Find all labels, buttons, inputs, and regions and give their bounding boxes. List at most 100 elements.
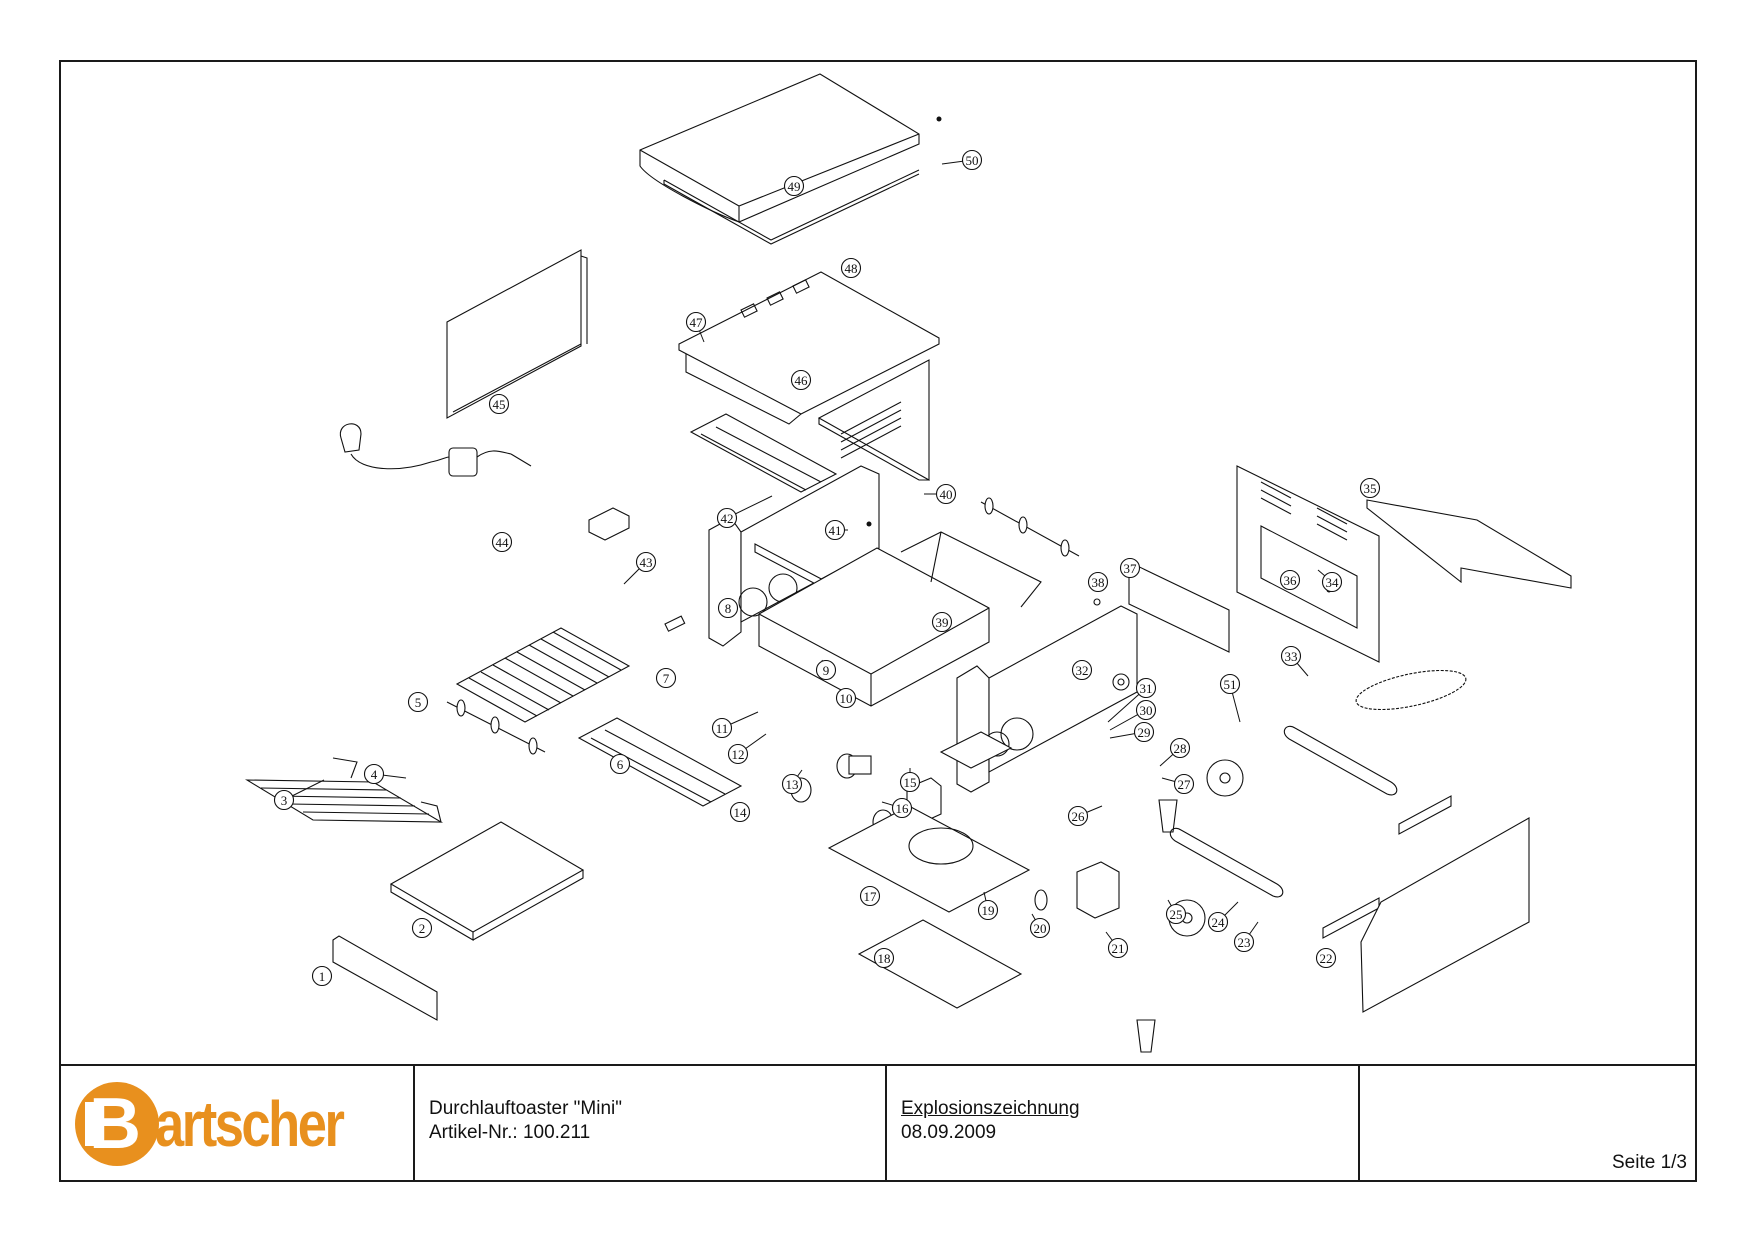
callout-circle <box>1207 911 1229 933</box>
part-axle-upper <box>980 497 1080 557</box>
part-48-top-plate <box>663 169 920 245</box>
part-51-heating-element <box>1283 725 1398 796</box>
callout-number: 20 <box>1034 921 1047 936</box>
callout-1: 1 <box>311 965 333 987</box>
callout-number: 28 <box>1174 741 1187 756</box>
part-50-screw <box>936 116 942 122</box>
callout-38: 38 <box>1087 571 1109 593</box>
callout-33: 33 <box>1280 645 1302 667</box>
callout-circle <box>1067 805 1089 827</box>
part-5-conveyor-belt <box>455 627 631 723</box>
callout-39: 39 <box>931 611 953 633</box>
part-7-bracket <box>664 615 686 632</box>
callout-circle <box>1135 699 1157 721</box>
callout-number: 30 <box>1140 703 1153 718</box>
part-25-heating-element <box>1169 827 1284 898</box>
part-15-fan <box>939 731 1013 769</box>
callout-4: 4 <box>363 763 385 785</box>
callout-number: 12 <box>732 747 745 762</box>
callout-number: 44 <box>496 535 510 550</box>
title-block-logo-cell: B artscher <box>61 1066 415 1180</box>
callout-circle <box>1165 903 1187 925</box>
callout-number: 40 <box>940 487 953 502</box>
callout-number: 49 <box>788 179 801 194</box>
callout-circle <box>1071 659 1093 681</box>
callout-number: 11 <box>716 721 729 736</box>
callout-number: 41 <box>829 523 842 538</box>
callout-number: 45 <box>493 397 506 412</box>
part-foot-lower <box>1136 1019 1156 1053</box>
callout-32: 32 <box>1071 659 1093 681</box>
callout-27: 27 <box>1173 773 1195 795</box>
exploded-view-svg: 1234567891011121314151617181920212223242… <box>244 73 1572 1053</box>
callout-number: 50 <box>966 153 979 168</box>
callout-circle <box>783 175 805 197</box>
part-29-31-bearing-set <box>1112 673 1130 691</box>
part-45-side-panel <box>446 249 588 419</box>
callout-26: 26 <box>1067 805 1089 827</box>
callout-circle <box>1087 571 1109 593</box>
callout-35: 35 <box>1359 477 1381 499</box>
callout-circle <box>961 149 983 171</box>
part-23-bracket-upper <box>1398 795 1452 835</box>
part-42-heating-frame <box>689 413 838 493</box>
callout-number: 32 <box>1076 663 1089 678</box>
bartscher-logo: B artscher <box>75 1082 384 1166</box>
callout-circle <box>609 753 631 775</box>
callout-number: 43 <box>640 555 653 570</box>
callout-circle <box>873 947 895 969</box>
callout-number: 3 <box>281 793 288 808</box>
part-20-motor <box>1076 861 1120 919</box>
part-27-sprocket <box>1206 759 1244 797</box>
callout-circle <box>1107 937 1129 959</box>
part-43-terminal-block <box>588 507 630 541</box>
callout-number: 21 <box>1112 941 1125 956</box>
callout-50: 50 <box>961 149 983 171</box>
callout-31: 31 <box>1135 677 1157 699</box>
callout-circle <box>1135 677 1157 699</box>
callout-number: 39 <box>936 615 949 630</box>
callout-28: 28 <box>1169 737 1191 759</box>
callout-29: 29 <box>1133 721 1155 743</box>
callout-circle <box>685 311 707 333</box>
callout-number: 35 <box>1364 481 1377 496</box>
callout-circle <box>931 611 953 633</box>
callout-circle <box>1315 947 1337 969</box>
callout-circle <box>824 519 846 541</box>
logo-b-circle: B <box>75 1082 159 1166</box>
callout-number: 7 <box>663 671 670 686</box>
callout-circle <box>1169 737 1191 759</box>
callout-circle <box>790 369 812 391</box>
callout-20: 20 <box>1029 917 1051 939</box>
callout-circle <box>781 773 803 795</box>
callout-2: 2 <box>411 917 433 939</box>
part-3-slide-grid <box>244 757 444 823</box>
callout-circle <box>899 771 921 793</box>
callout-37: 37 <box>1119 557 1141 579</box>
page-number: Seite 1/3 <box>1612 1152 1687 1173</box>
callout-circle <box>727 743 749 765</box>
callout-circle <box>411 917 433 939</box>
part-1-front-panel <box>332 935 438 1021</box>
callout-number: 25 <box>1170 907 1183 922</box>
callout-number: 14 <box>734 805 748 820</box>
part-44-power-cord <box>339 423 532 477</box>
callout-circle <box>1359 477 1381 499</box>
drawing-type: Explosionszeichnung <box>901 1098 1080 1119</box>
callout-15: 15 <box>899 771 921 793</box>
part-46-upper-plate <box>678 271 940 425</box>
callout-circle <box>935 483 957 505</box>
part-40-vent-panel <box>817 359 930 481</box>
callout-number: 42 <box>721 511 734 526</box>
callout-circle <box>840 257 862 279</box>
callout-circle <box>1321 571 1343 593</box>
callout-number: 38 <box>1092 575 1105 590</box>
callout-circle <box>311 965 333 987</box>
callout-36: 36 <box>1279 569 1301 591</box>
callout-number: 17 <box>864 889 878 904</box>
callout-circle <box>859 885 881 907</box>
callout-circle <box>363 763 385 785</box>
callout-number: 13 <box>786 777 799 792</box>
part-10-center-housing <box>758 547 990 707</box>
callout-circle <box>1029 917 1051 939</box>
